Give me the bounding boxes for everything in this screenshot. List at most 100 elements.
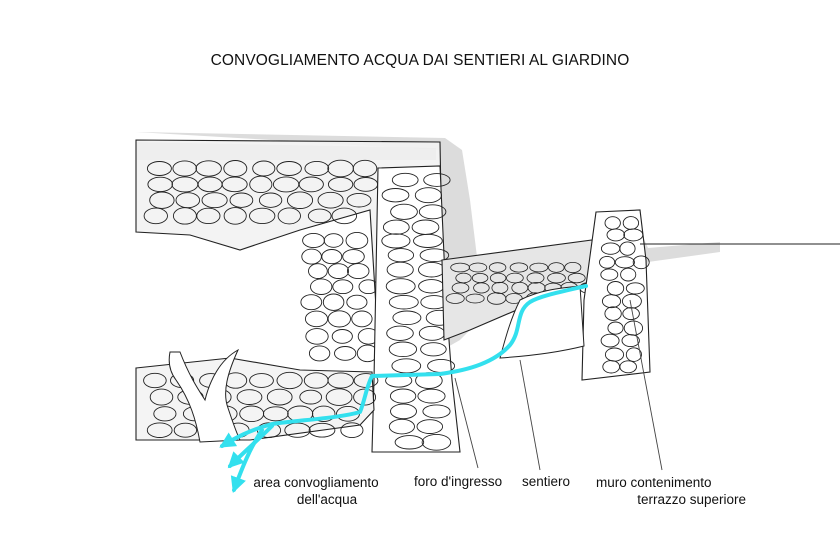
stone <box>304 160 330 177</box>
stone <box>386 325 414 341</box>
stone <box>547 272 566 284</box>
stone <box>414 187 442 204</box>
stone <box>445 293 465 304</box>
stone <box>451 282 470 294</box>
stone <box>465 293 485 304</box>
stone <box>143 372 167 389</box>
stone <box>390 403 417 420</box>
stone <box>353 388 377 406</box>
stone <box>311 405 336 422</box>
label-foro: foro d'ingresso <box>414 474 503 489</box>
stone <box>394 435 425 450</box>
right-pillar-stones <box>599 216 650 374</box>
stone <box>266 388 293 406</box>
stone <box>223 160 248 177</box>
stone <box>473 282 490 294</box>
stone <box>567 272 586 284</box>
stone <box>298 176 324 193</box>
stone <box>392 310 422 326</box>
stone <box>419 248 450 263</box>
stone <box>413 233 443 248</box>
stone <box>302 232 325 249</box>
stone <box>623 228 644 242</box>
stone <box>422 404 451 419</box>
stone <box>345 231 369 250</box>
stone <box>327 263 350 279</box>
page-title: CONVOGLIAMENTO ACQUA DAI SENTIERI AL GIA… <box>210 52 630 69</box>
label-muro: muro contenimento terrazzo superiore <box>596 474 746 508</box>
stone <box>284 422 311 438</box>
stone <box>389 388 417 404</box>
tree <box>168 348 241 443</box>
stone <box>299 389 323 405</box>
stone <box>323 233 344 248</box>
stone <box>564 261 582 273</box>
stone <box>307 208 332 224</box>
stone <box>276 161 302 176</box>
stone <box>391 172 419 188</box>
stone <box>506 272 524 284</box>
stone <box>386 261 414 278</box>
stone <box>147 176 173 193</box>
stone <box>340 422 364 439</box>
stone <box>388 341 418 358</box>
stone <box>382 219 410 235</box>
stone <box>236 389 263 405</box>
stone <box>625 347 642 362</box>
stone <box>421 433 452 451</box>
stone <box>300 294 323 311</box>
stone <box>468 262 488 273</box>
stone <box>286 191 314 209</box>
stone <box>388 294 419 310</box>
stone <box>327 372 354 389</box>
stone <box>346 263 370 280</box>
label-area-line2: dell'acqua <box>296 492 358 507</box>
stone <box>221 176 248 193</box>
stone <box>625 282 645 295</box>
stone <box>277 207 301 225</box>
stone <box>252 160 276 177</box>
stone <box>607 321 624 335</box>
stone <box>149 191 175 209</box>
stone <box>331 329 353 344</box>
stone <box>351 310 373 328</box>
stone <box>196 207 221 225</box>
stone <box>385 278 416 295</box>
stone <box>322 293 345 311</box>
stone <box>632 255 650 270</box>
water-flow <box>219 284 588 494</box>
stone <box>599 255 616 269</box>
stone <box>249 373 274 388</box>
stone <box>310 278 333 295</box>
stone <box>526 272 545 284</box>
stone <box>195 160 222 177</box>
stone <box>342 249 365 265</box>
stone <box>332 279 354 295</box>
label-area: area convogliamento dell'acqua <box>246 474 386 508</box>
stone <box>390 203 418 220</box>
stone <box>600 333 620 348</box>
stone <box>601 294 622 309</box>
stone <box>304 310 329 328</box>
leader-lines <box>454 299 663 471</box>
stone <box>416 419 444 434</box>
stone <box>308 263 328 279</box>
stone <box>423 173 451 187</box>
stone <box>172 160 197 177</box>
stone <box>143 207 168 225</box>
stone <box>548 262 565 273</box>
stone <box>317 191 344 209</box>
stone <box>223 207 247 225</box>
stone <box>153 406 177 422</box>
stone <box>509 262 529 273</box>
stone <box>276 371 303 390</box>
stone <box>418 204 447 220</box>
stone <box>262 406 289 422</box>
stone <box>334 346 357 361</box>
stone <box>600 268 619 281</box>
stone <box>258 192 283 208</box>
stone <box>331 207 358 225</box>
stone <box>621 334 640 348</box>
stone <box>321 249 343 265</box>
